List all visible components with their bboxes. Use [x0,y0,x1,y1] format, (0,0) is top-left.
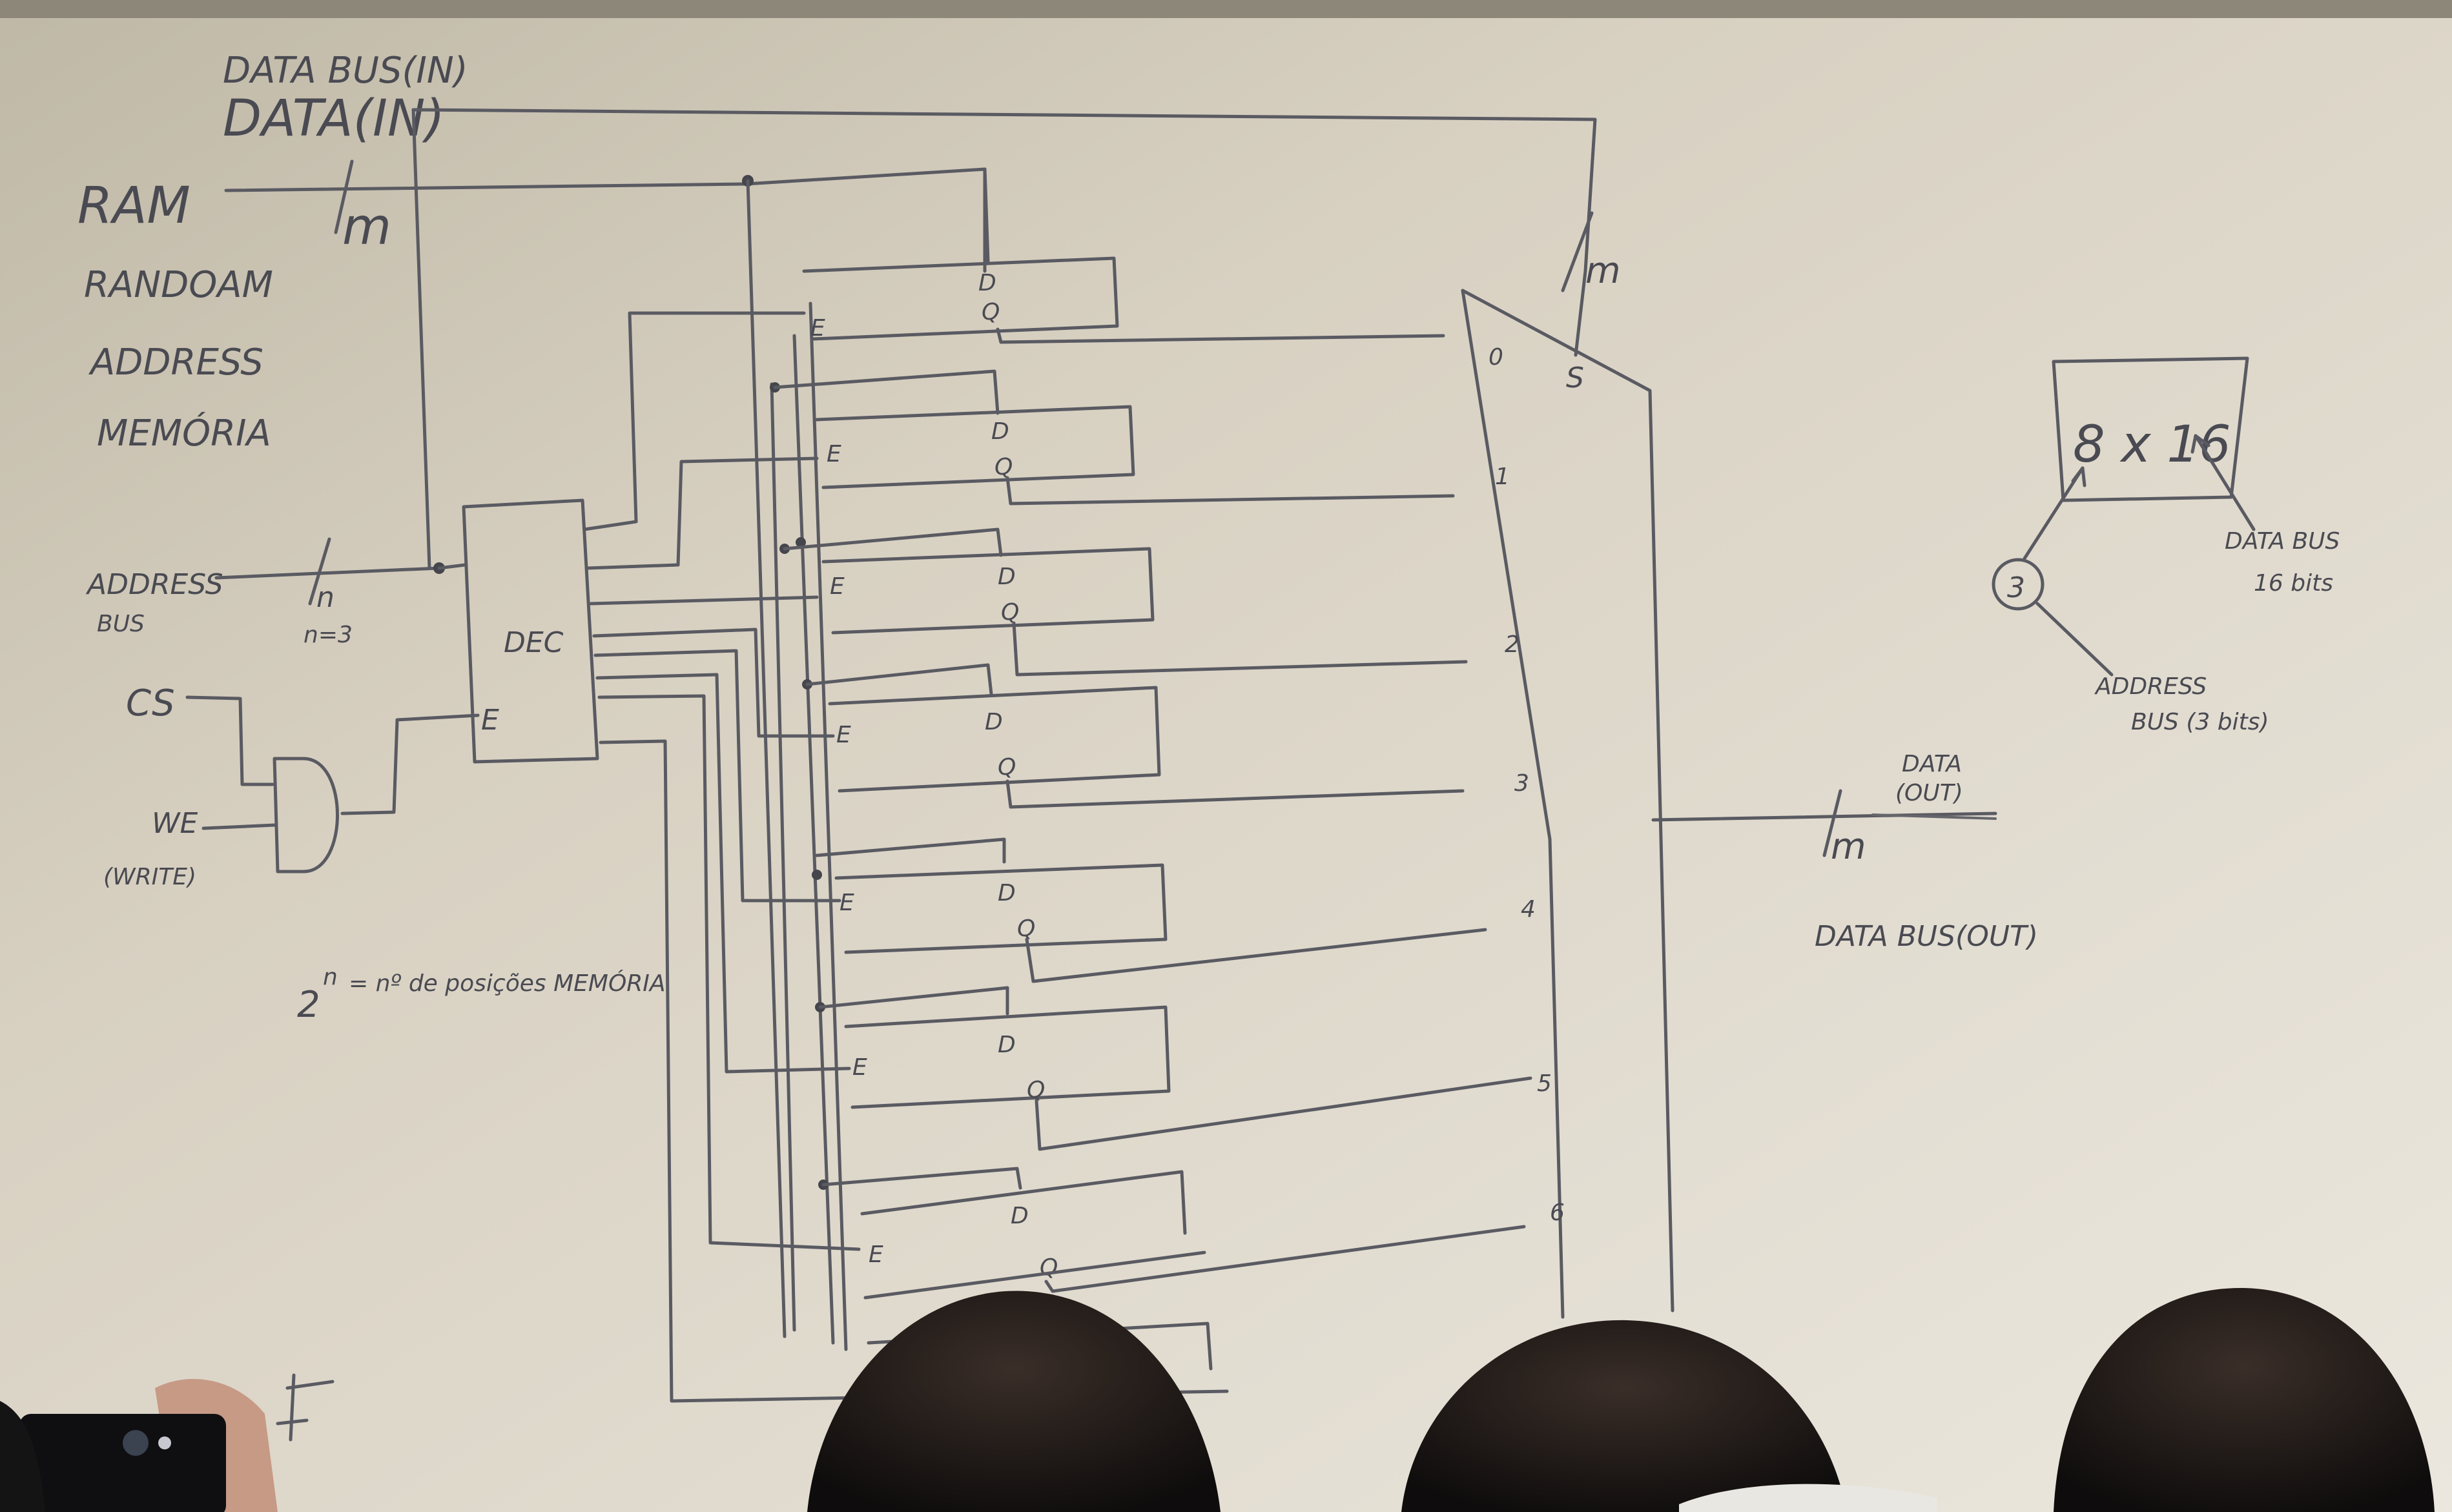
register-0-data: D [978,270,996,296]
formula: 2 n = nº de posições MEMÓRIA [297,964,666,1026]
register-3-enable: E [836,722,851,748]
formula-base: 2 [297,984,320,1026]
register-6-output: Q [1040,1254,1058,1281]
register-1-data: D [991,418,1009,445]
register-0-enable: E [810,315,825,342]
we-label-write: (WRITE) [103,864,196,890]
address-bits-circle: 3 [2007,571,2025,604]
address-bus: ADDRESS BUS n n=3 [85,537,467,648]
register-3-data: D [985,709,1003,735]
data-width-mark: m [342,198,391,256]
register-2-output: Q [1001,599,1019,626]
decoder-label: DEC [504,626,564,659]
data-out-bus: DATA (OUT) m DATA BUS(OUT) [1815,751,2038,953]
title-line-data-bus-in: DATA BUS(IN) [223,50,468,92]
register-3: E D Q [805,663,1465,809]
register-5-data: D [998,1032,1016,1058]
register-5: E D Q [818,986,1532,1151]
mux-input-0: 0 [1489,344,1503,371]
data-out-short-2: (OUT) [1895,780,1963,806]
data-bus-note-2: 16 bits [2254,570,2333,597]
register-1-output: Q [994,454,1013,480]
register-1: E D Q [773,369,1455,506]
address-label-1: ADDRESS [85,568,223,601]
title-line-address: ADDRESS [88,342,263,383]
data-in-bus: m m [224,108,1621,1338]
address-label-2: BUS [97,611,145,637]
title-line-data-in: DATA(IN) [223,90,445,148]
address-width-value: n=3 [304,622,353,648]
register-0-output: Q [982,299,1000,325]
address-bus-note-2: BUS (3 bits) [2131,709,2269,735]
register-4-enable: E [840,890,854,916]
phone-in-hand [0,1378,278,1512]
register-3-output: Q [998,754,1016,781]
register-2-enable: E [830,573,845,600]
head-right [2054,1288,2435,1512]
phone-camera-icon [123,1430,149,1456]
register-6: E D Q [821,1167,1526,1300]
audience-heads [807,1288,2435,1512]
mux-input-1: 1 [1495,464,1510,490]
mux-input-6: 6 [1550,1200,1565,1226]
mux-input-3: 3 [1514,770,1529,797]
title-line-memoria: MEMÓRIA [97,413,271,455]
title-line-ram: RAM [77,177,191,235]
data-bus-note-1: DATA BUS [2225,528,2340,555]
register-1-enable: E [827,441,841,467]
and-gate [273,757,339,873]
register-2: E D Q [783,527,1468,677]
board-top-frame [0,0,2452,18]
ground-symbol-sketch [276,1373,335,1442]
cs-we-logic: CS WE (WRITE) [103,682,480,890]
mux-input-4: 4 [1521,896,1536,923]
we-label: WE [152,807,198,840]
register-5-output: Q [1027,1077,1045,1103]
memory-summary: 8 x 16 3 DATA BUS 16 bits ADDRESS BUS (3… [1992,356,2340,735]
mux-select: S [1566,362,1584,394]
mux-input-5: 5 [1537,1070,1552,1097]
register-2-data: D [998,564,1016,590]
mux-width-mark: m [1585,250,1621,292]
address-bus-note-1: ADDRESS [2094,673,2207,700]
mux-input-2: 2 [1505,631,1520,658]
title-line-random: RANDOAM [84,264,273,306]
multiplexer: S 0 1 2 3 4 5 6 [1461,289,1997,1319]
register-5-enable: E [852,1054,867,1081]
head-left [807,1291,1221,1512]
data-out-mark: m [1831,826,1866,868]
formula-text: = nº de posições MEMÓRIA [349,970,666,997]
memory-box-label: 8 x 16 [2073,416,2231,474]
register-4-data: D [998,880,1016,906]
cs-label: CS [126,682,175,724]
data-out-short-1: DATA [1902,751,1962,777]
formula-exponent: n [323,964,338,990]
data-out-label: DATA BUS(OUT) [1815,920,2038,953]
title-notes: DATA BUS(IN) DATA(IN) RAM RANDOAM ADDRES… [77,50,468,455]
register-6-enable: E [869,1241,883,1268]
register-0: E D Q [802,167,1445,344]
phone [19,1414,226,1512]
register-4: E D Q [815,837,1487,983]
register-6-data: D [1011,1203,1029,1229]
decoder-enable: E [481,704,499,737]
address-width-mark: n [316,581,335,614]
register-4-output: Q [1017,915,1035,942]
head-middle [1401,1320,1847,1512]
